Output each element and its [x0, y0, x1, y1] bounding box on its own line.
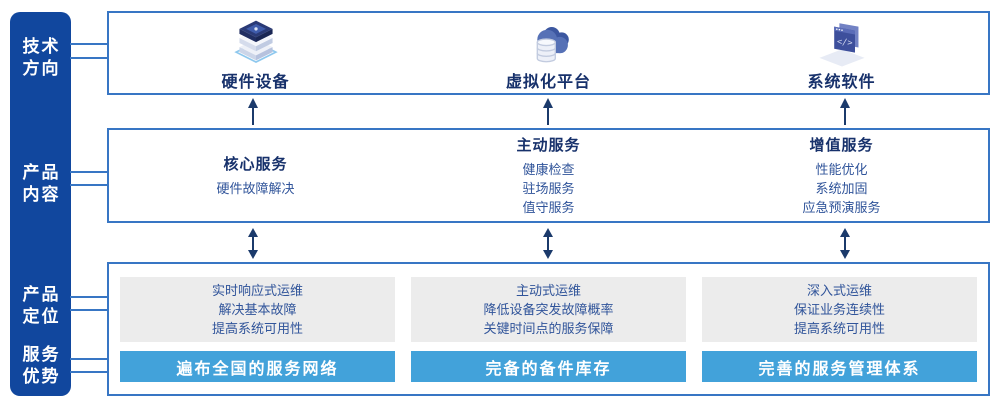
tech-item-system-software: </> 系统软件 — [695, 13, 988, 93]
sidebar-label-tech-direction: 技术 方向 — [22, 37, 61, 78]
double-arrow — [248, 228, 258, 259]
server-stack-icon — [231, 19, 281, 67]
connector-line — [70, 43, 108, 45]
positioning-line: 解决基本故障 — [218, 302, 297, 318]
tech-item-label: 硬件设备 — [221, 73, 290, 91]
connector-line — [70, 371, 108, 373]
tech-item-label: 虚拟化平台 — [505, 73, 591, 91]
positioning-line: 深入式运维 — [806, 283, 872, 299]
product-content-box: 核心服务 硬件故障解决 主动服务 健康检查 驻场服务 值守服务 增值服务 性能优… — [107, 128, 990, 223]
service-col-value-added: 增值服务 性能优化 系统加固 应急预演服务 — [695, 130, 988, 221]
connector-line — [70, 184, 108, 186]
cloud-database-icon — [522, 19, 576, 67]
tech-item-label: 系统软件 — [807, 73, 876, 91]
positioning-line: 主动式运维 — [515, 283, 581, 299]
positioning-panel: 主动式运维 降低设备突发故障概率 关键时间点的服务保障 — [411, 277, 686, 343]
service-item: 驻场服务 — [522, 181, 575, 196]
service-item: 应急预演服务 — [802, 200, 881, 215]
positioning-advantage-box: 实时响应式运维 解决基本故障 提高系统可用性 遍布全国的服务网络 主动式运维 降… — [107, 262, 990, 396]
service-col-core: 核心服务 硬件故障解决 — [109, 130, 402, 221]
up-arrow — [248, 98, 258, 125]
sidebar-label-service-advantage: 服务 优势 — [22, 345, 61, 386]
sidebar-label-product-content: 产品 内容 — [22, 163, 61, 204]
double-arrow — [543, 228, 553, 259]
positioning-line: 关键时间点的服务保障 — [483, 321, 614, 337]
service-item: 硬件故障解决 — [216, 181, 295, 196]
up-arrow — [543, 98, 553, 125]
service-title: 核心服务 — [223, 156, 288, 173]
service-title: 主动服务 — [516, 137, 581, 154]
connector-line — [70, 358, 108, 360]
positioning-col-deep: 深入式运维 保证业务连续性 提高系统可用性 完善的服务管理体系 — [702, 277, 977, 382]
tech-item-virtualization: 虚拟化平台 — [402, 13, 695, 93]
service-item: 系统加固 — [815, 181, 868, 196]
double-arrow — [840, 228, 850, 259]
positioning-line: 提高系统可用性 — [793, 321, 885, 337]
positioning-line: 保证业务连续性 — [793, 302, 885, 318]
up-arrow — [840, 98, 850, 125]
connector-line — [70, 309, 108, 311]
positioning-col-proactive: 主动式运维 降低设备突发故障概率 关键时间点的服务保障 完备的备件库存 — [411, 277, 686, 382]
connector-line — [70, 57, 108, 59]
positioning-line: 降低设备突发故障概率 — [483, 302, 614, 318]
advantage-bar: 完备的备件库存 — [411, 351, 686, 382]
svg-text:</>: </> — [836, 37, 852, 48]
connector-line — [70, 296, 108, 298]
positioning-line: 提高系统可用性 — [211, 321, 303, 337]
sidebar-label-product-position: 产品 定位 — [22, 285, 61, 326]
code-window-icon: </> — [816, 19, 868, 67]
service-title: 增值服务 — [809, 137, 874, 154]
advantage-bar: 完善的服务管理体系 — [702, 351, 977, 382]
category-sidebar: 技术 方向 产品 内容 产品 定位 服务 优势 — [10, 12, 71, 396]
advantage-bar: 遍布全国的服务网络 — [120, 351, 395, 382]
tech-item-hardware: 硬件设备 — [109, 13, 402, 93]
service-col-proactive: 主动服务 健康检查 驻场服务 值守服务 — [402, 130, 695, 221]
positioning-line: 实时响应式运维 — [211, 283, 303, 299]
positioning-panel: 实时响应式运维 解决基本故障 提高系统可用性 — [120, 277, 395, 343]
positioning-panel: 深入式运维 保证业务连续性 提高系统可用性 — [702, 277, 977, 343]
service-item: 性能优化 — [815, 162, 868, 177]
connector-line — [70, 171, 108, 173]
tech-direction-box: 硬件设备 虚拟化平台 — [107, 11, 990, 95]
service-item: 健康检查 — [522, 162, 575, 177]
positioning-col-realtime: 实时响应式运维 解决基本故障 提高系统可用性 遍布全国的服务网络 — [120, 277, 395, 382]
service-item: 值守服务 — [522, 200, 575, 215]
